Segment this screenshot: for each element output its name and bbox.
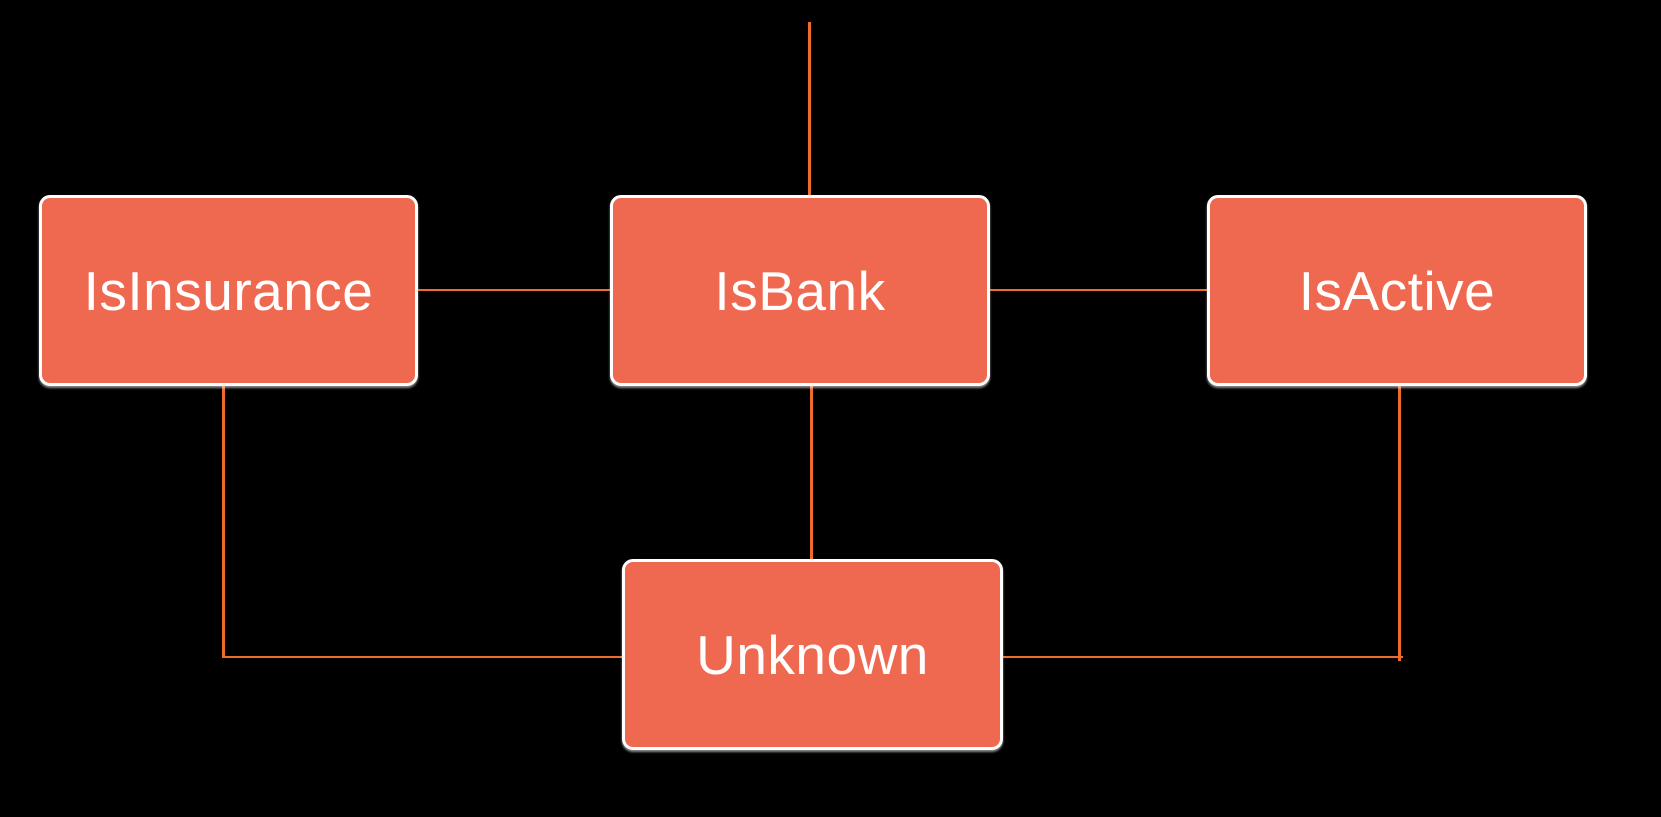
node-unknown[interactable]: Unknown [622, 559, 1003, 750]
connector-isactive-unknown-horizontal [1003, 656, 1403, 658]
connector-isinsurance-isbank [418, 289, 610, 291]
connector-isbank-unknown [810, 386, 813, 559]
node-isbank-label: IsBank [714, 259, 886, 322]
connector-isinsurance-unknown-vertical [222, 386, 225, 658]
node-isactive-label: IsActive [1298, 259, 1496, 322]
node-unknown-label: Unknown [696, 623, 929, 686]
node-isactive[interactable]: IsActive [1207, 195, 1587, 386]
connector-isactive-unknown-vertical [1398, 386, 1401, 661]
connector-top-to-isbank [808, 22, 811, 196]
node-isinsurance-label: IsInsurance [83, 259, 374, 322]
node-isbank[interactable]: IsBank [610, 195, 990, 386]
node-isinsurance[interactable]: IsInsurance [39, 195, 418, 386]
connector-isinsurance-unknown-horizontal [222, 656, 622, 658]
connector-isbank-isactive [990, 289, 1207, 291]
